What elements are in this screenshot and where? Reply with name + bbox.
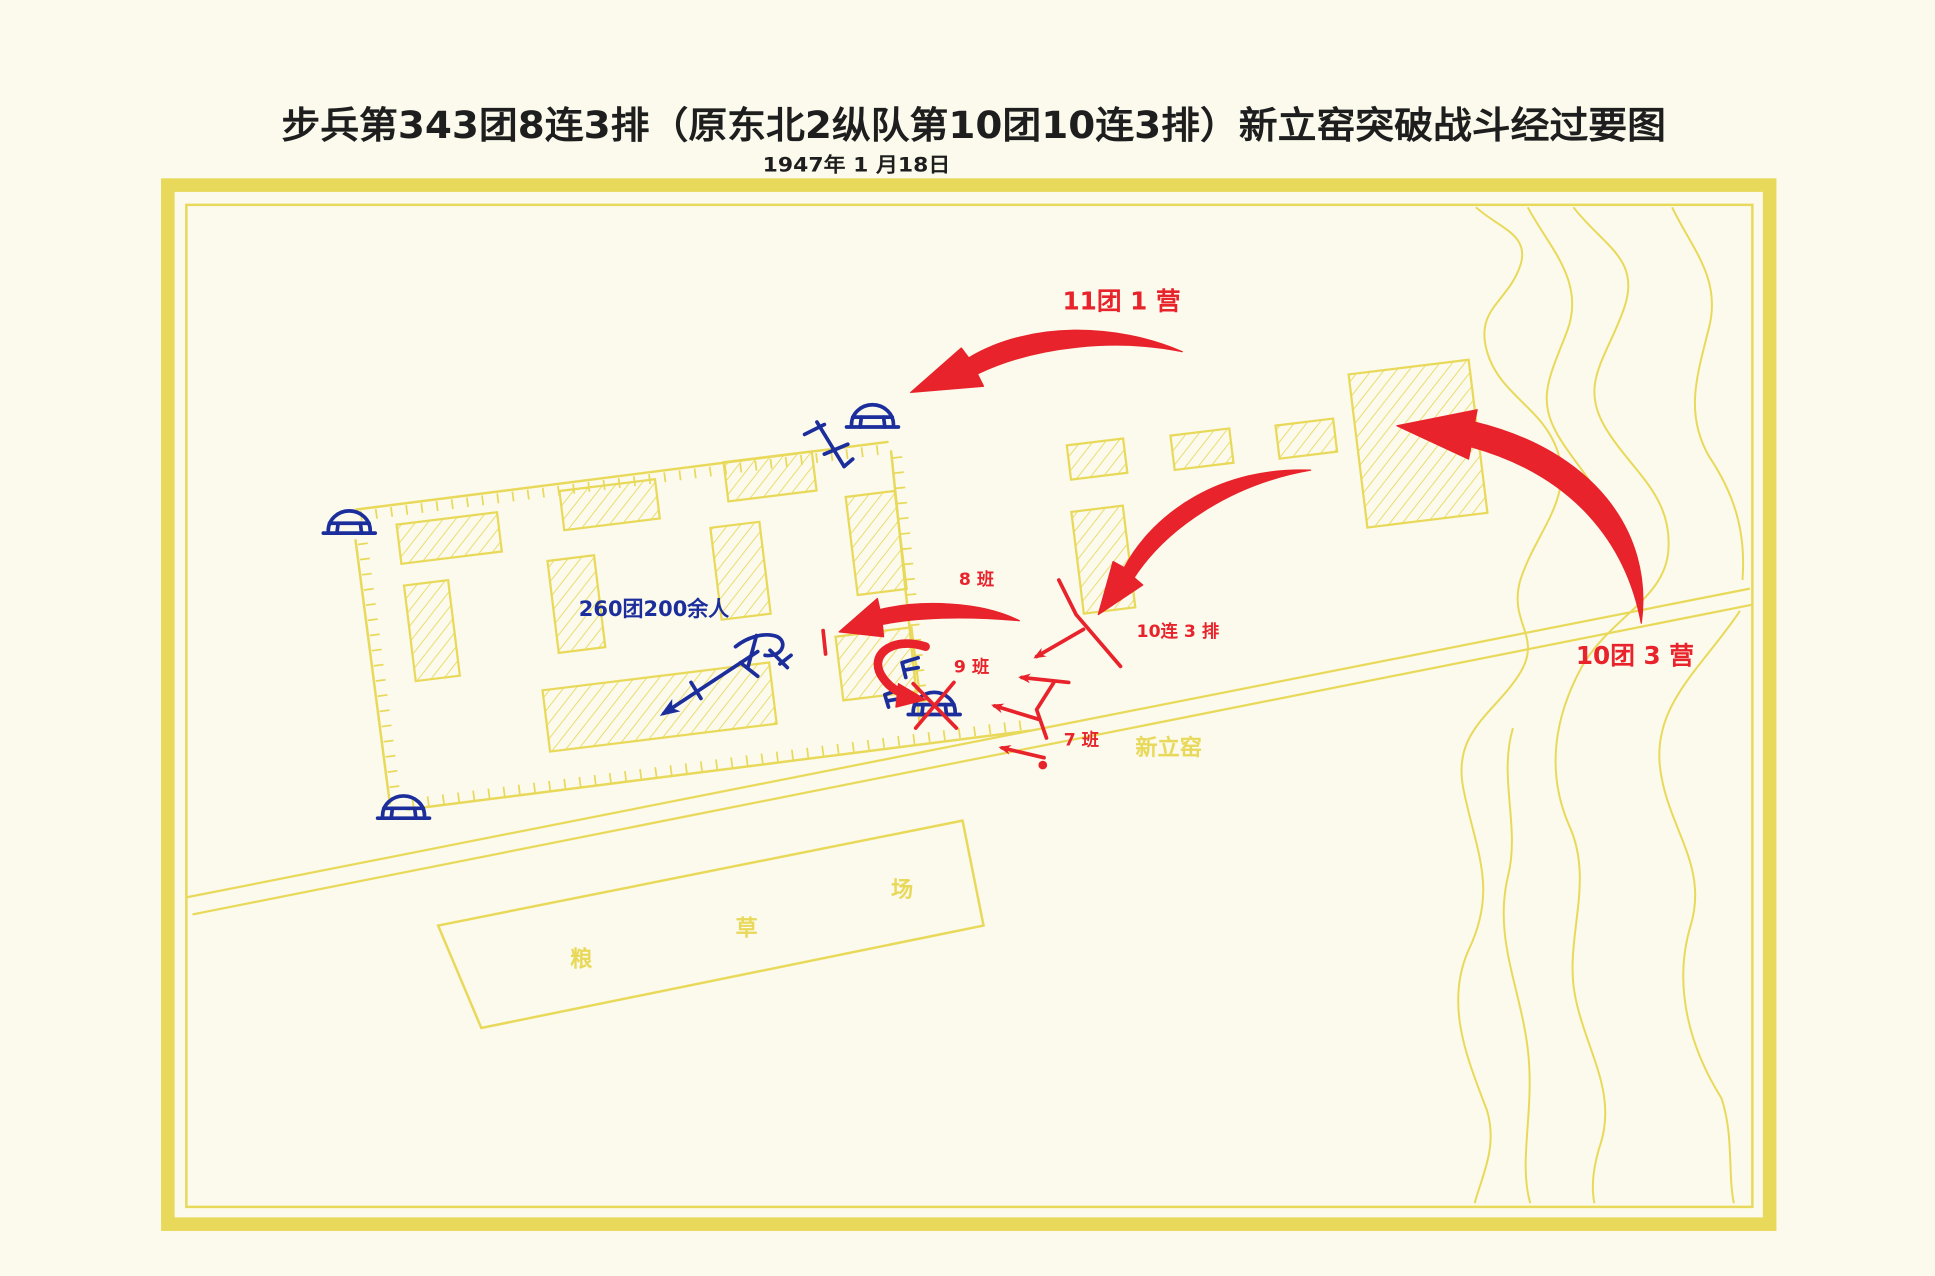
bunker-icon	[321, 509, 378, 535]
enemy-retreat-arrow	[659, 649, 760, 716]
label-platoon-10-3: 10连 3 排	[1137, 621, 1220, 642]
road-edge-south	[192, 603, 1753, 916]
arrow-icon	[1018, 673, 1071, 685]
contour-line	[1457, 206, 1563, 1204]
label-squad-9: 9 班	[954, 658, 989, 678]
perimeter-south	[407, 729, 1031, 811]
platoon-position-mark	[1056, 578, 1123, 669]
grain-field-outline	[436, 819, 985, 1030]
arrow-icon	[998, 745, 1046, 760]
enemy-arrow-tick	[689, 680, 703, 701]
road	[187, 587, 1753, 916]
bunker-icon	[375, 794, 432, 821]
bunker-icon	[844, 402, 901, 429]
building	[395, 511, 504, 566]
grain-field-label: 草	[736, 915, 758, 941]
label-11th-regiment-1st-battalion: 11团 1 营	[1063, 287, 1181, 316]
map-title: 步兵第343团8连3排（原东北2纵队第10团10连3排）新立窑突破战斗经过要图	[281, 104, 1666, 147]
map-date: 1947年 1 月18日	[763, 154, 951, 177]
village-label: 新立窑	[1135, 734, 1202, 761]
building	[1065, 437, 1129, 481]
trench-icon	[900, 655, 920, 680]
building	[402, 578, 462, 683]
building	[709, 520, 772, 621]
building	[844, 489, 908, 597]
building	[1274, 417, 1339, 460]
road-edge-north	[187, 587, 1751, 899]
grain-field: 粮 草 场	[436, 819, 985, 1030]
friendly-attacks: 11团 1 营 10团 3 营 8 班 9 班 7 班 10连 3 排	[821, 287, 1694, 770]
machine-gun-icon	[733, 632, 793, 679]
frame-inner-border	[185, 203, 1754, 1209]
contour-line	[1554, 206, 1670, 1204]
map-frame	[161, 178, 1777, 1231]
squad-7-position-mark	[1034, 680, 1056, 740]
contour-line	[1671, 206, 1745, 581]
enemy-positions: 260团200余人	[321, 402, 962, 821]
arrow-icon	[1033, 627, 1086, 659]
building	[558, 478, 662, 532]
building	[722, 450, 818, 503]
contour-line	[1526, 206, 1603, 525]
buildings	[395, 358, 1489, 753]
trench-icon	[802, 420, 855, 469]
terrain-contours	[1457, 206, 1745, 1204]
attack-arrow-platoon	[1097, 469, 1312, 616]
arrow-icon	[895, 683, 927, 708]
building	[546, 554, 607, 655]
attack-arrow-10th-regiment-3rd-battalion	[1396, 409, 1644, 624]
grain-field-label: 场	[891, 877, 913, 903]
perimeter-west	[354, 539, 392, 805]
cross-mark-icon	[911, 680, 959, 730]
arrow-icon	[991, 703, 1041, 722]
building	[541, 661, 778, 753]
frame-outer-border	[161, 178, 1777, 1231]
squad-7-origin-dot	[1038, 760, 1048, 770]
label-squad-7: 7 班	[1064, 730, 1099, 750]
perimeter-west-ticks	[357, 542, 402, 801]
label-10th-regiment-3rd-battalion: 10团 3 营	[1576, 641, 1694, 670]
attack-arrow-squad-8	[838, 597, 1020, 638]
squad-9-marker	[821, 628, 828, 656]
attack-arrow-11th-regiment	[910, 329, 1183, 394]
building	[1169, 427, 1235, 472]
enemy-force-label: 260团200余人	[579, 597, 729, 621]
grain-field-label: 粮	[570, 945, 593, 972]
contour-line	[1658, 610, 1741, 1204]
label-squad-8: 8 班	[959, 570, 994, 590]
contour-line	[1502, 727, 1532, 1204]
